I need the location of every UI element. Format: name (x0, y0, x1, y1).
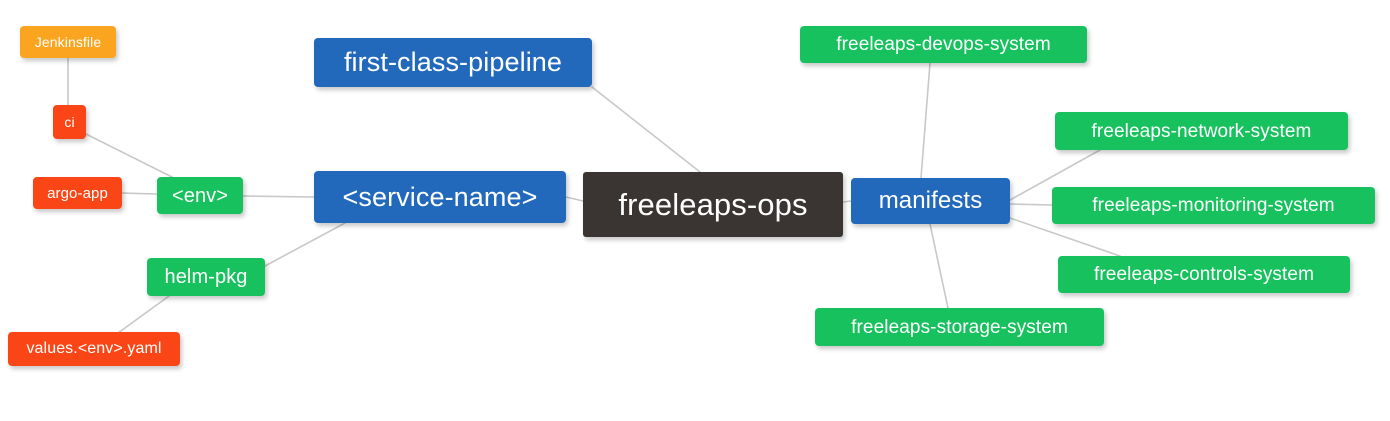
edge-env-to-argo-app (121, 192, 158, 195)
edge-root-to-pipeline (591, 86, 701, 173)
edge-helm-pkg-to-values-yaml (117, 295, 170, 334)
mindmap-node-ci[interactable]: ci (53, 105, 86, 139)
edge-manifests-to-devops-system (920, 62, 931, 179)
edge-service-name-to-env (242, 195, 315, 198)
mindmap-node-devops-system[interactable]: freeleaps-devops-system (800, 26, 1087, 63)
edge-env-to-ci (85, 133, 173, 178)
mindmap-node-values-yaml[interactable]: values.<env>.yaml (8, 332, 180, 366)
edge-service-name-to-helm-pkg (264, 222, 346, 267)
mindmap-node-service-name[interactable]: <service-name> (314, 171, 566, 223)
mindmap-node-jenkinsfile[interactable]: Jenkinsfile (20, 26, 116, 58)
edge-manifests-to-storage-system (929, 223, 949, 309)
mindmap-node-argo-app[interactable]: argo-app (33, 177, 122, 209)
edge-root-to-manifests (842, 200, 852, 203)
edge-root-to-service-name (565, 196, 584, 202)
mindmap-node-manifests[interactable]: manifests (851, 178, 1010, 224)
mindmap-node-pipeline[interactable]: first-class-pipeline (314, 38, 592, 87)
mindmap-node-controls-system[interactable]: freeleaps-controls-system (1058, 256, 1350, 293)
mindmap-node-helm-pkg[interactable]: helm-pkg (147, 258, 265, 296)
mindmap-node-monitoring-system[interactable]: freeleaps-monitoring-system (1052, 187, 1375, 224)
mindmap-node-env[interactable]: <env> (157, 177, 243, 214)
mindmap-node-root[interactable]: freeleaps-ops (583, 172, 843, 237)
mindmap-node-storage-system[interactable]: freeleaps-storage-system (815, 308, 1104, 346)
mindmap-node-network-system[interactable]: freeleaps-network-system (1055, 112, 1348, 150)
edge-manifests-to-monitoring-system (1009, 203, 1053, 206)
